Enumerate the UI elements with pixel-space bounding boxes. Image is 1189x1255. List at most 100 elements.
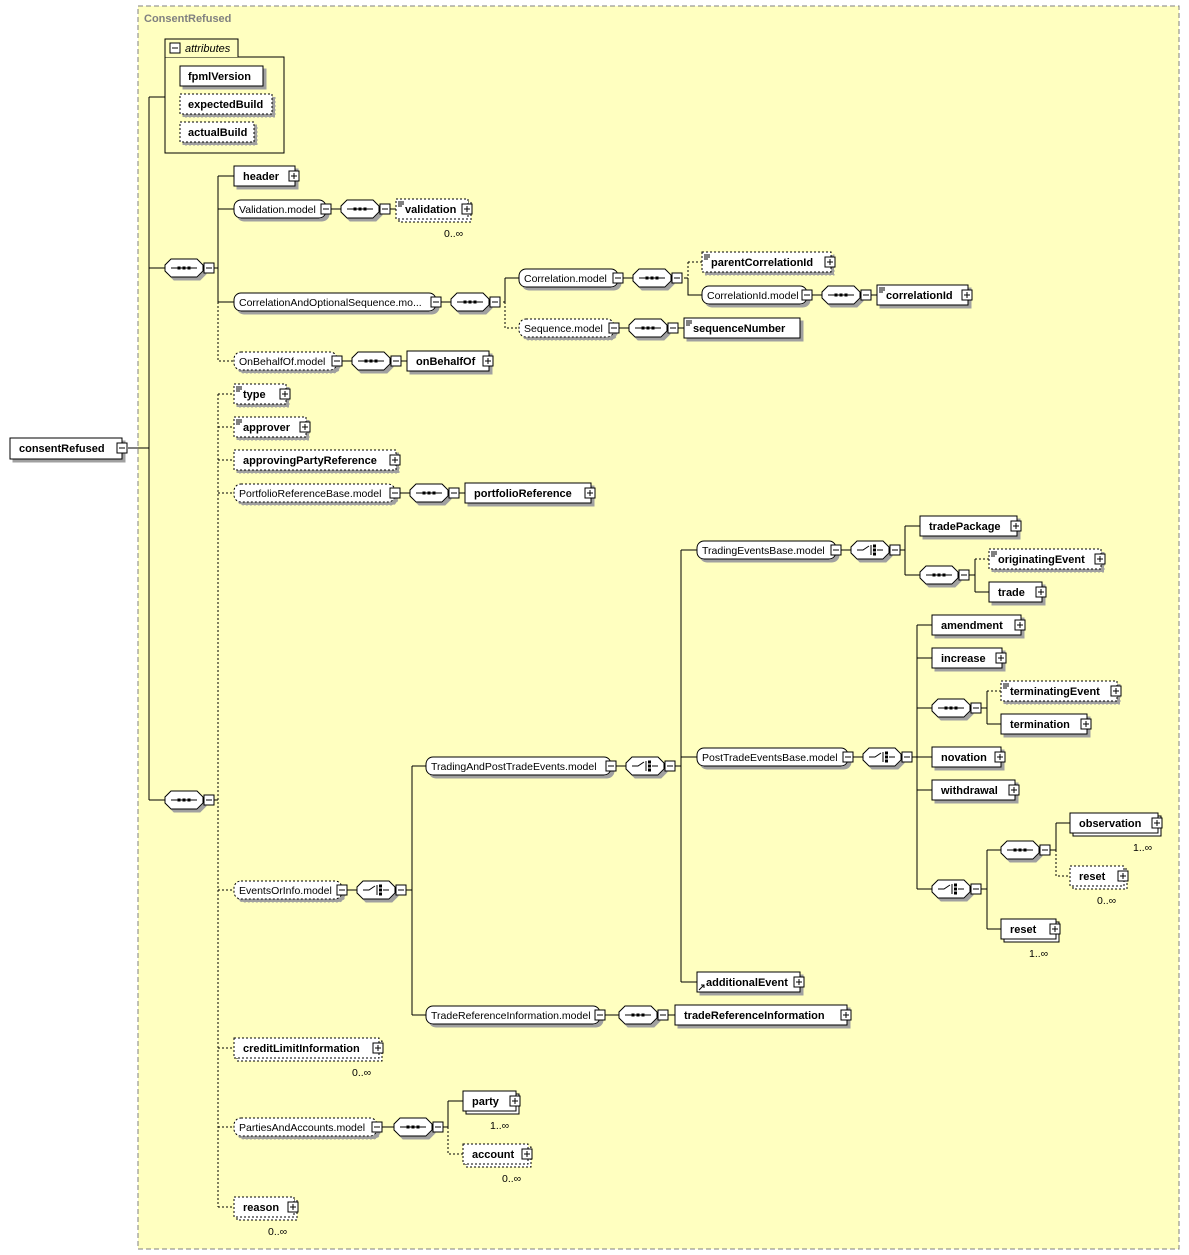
expand-icon[interactable] xyxy=(1151,817,1163,829)
collapse-icon[interactable] xyxy=(379,203,391,215)
element-trade-reference-information[interactable]: tradeReferenceInformation xyxy=(674,1004,852,1026)
collapse-icon[interactable] xyxy=(116,442,128,454)
expand-icon[interactable] xyxy=(389,454,401,466)
collapse-icon[interactable] xyxy=(430,296,442,308)
element-trade-package[interactable]: tradePackage xyxy=(919,515,1022,537)
collapse-icon[interactable] xyxy=(605,760,617,772)
expand-icon[interactable] xyxy=(372,1042,384,1054)
collapse-icon[interactable] xyxy=(612,272,624,284)
sequence-compositor[interactable] xyxy=(1000,840,1051,860)
element-portfolio-reference[interactable]: portfolioReference xyxy=(464,482,596,504)
model-group-trade-reference-information[interactable]: TradeReferenceInformation.model xyxy=(425,1005,606,1025)
model-group-parties-and-accounts[interactable]: PartiesAndAccounts.model xyxy=(233,1117,383,1137)
collapse-icon[interactable] xyxy=(320,203,332,215)
root-element-consentrefused[interactable]: consentRefused xyxy=(9,437,128,460)
collapse-icon[interactable] xyxy=(860,289,872,301)
collapse-icon[interactable] xyxy=(830,544,842,556)
element-observation[interactable]: observation xyxy=(1069,812,1163,837)
model-group-correlation-id[interactable]: CorrelationId.model xyxy=(701,285,813,305)
element-terminating-event[interactable]: terminatingEvent xyxy=(1000,680,1122,702)
element-trade[interactable]: trade xyxy=(988,581,1047,603)
element-amendment[interactable]: amendment xyxy=(931,614,1026,636)
expand-icon[interactable] xyxy=(287,1201,299,1213)
element-correlation-id[interactable]: correlationId xyxy=(876,284,973,306)
collapse-icon[interactable] xyxy=(331,355,343,367)
expand-icon[interactable] xyxy=(1094,553,1106,565)
sequence-compositor[interactable] xyxy=(164,790,215,810)
expand-icon[interactable] xyxy=(1110,685,1122,697)
element-approving-party-reference[interactable]: approvingPartyReference xyxy=(233,449,401,471)
element-party[interactable]: party xyxy=(462,1090,521,1115)
collapse-icon[interactable] xyxy=(657,1009,669,1021)
element-approver[interactable]: approver xyxy=(233,416,311,438)
element-increase[interactable]: increase xyxy=(931,647,1007,669)
expand-icon[interactable] xyxy=(461,203,473,215)
model-group-correlation-and-optional[interactable]: CorrelationAndOptionalSequence.mo... xyxy=(233,292,442,312)
collapse-icon[interactable] xyxy=(594,1009,606,1021)
expand-icon[interactable] xyxy=(961,289,973,301)
sequence-compositor[interactable] xyxy=(919,565,970,585)
sequence-compositor[interactable] xyxy=(351,351,402,371)
collapse-icon[interactable] xyxy=(671,272,683,284)
collapse-icon[interactable] xyxy=(801,289,813,301)
expand-icon[interactable] xyxy=(509,1095,521,1107)
choice-compositor[interactable] xyxy=(625,756,676,776)
collapse-icon[interactable] xyxy=(390,355,402,367)
collapse-icon[interactable] xyxy=(664,760,676,772)
model-group-sequence[interactable]: Sequence.model xyxy=(518,318,620,338)
model-group-events-or-info[interactable]: EventsOrInfo.model xyxy=(233,880,348,900)
element-sequence-number[interactable]: sequenceNumber xyxy=(683,317,801,339)
sequence-compositor[interactable] xyxy=(628,318,679,338)
attribute-expectedbuild[interactable] xyxy=(179,93,273,115)
element-on-behalf-of[interactable]: onBehalfOf xyxy=(406,350,494,372)
sequence-compositor[interactable] xyxy=(821,285,872,305)
element-termination[interactable]: termination xyxy=(1000,713,1092,735)
expand-icon[interactable] xyxy=(994,751,1006,763)
collapse-icon[interactable] xyxy=(970,883,982,895)
element-withdrawal[interactable]: withdrawal xyxy=(931,779,1020,801)
element-additional-event[interactable]: additionalEvent xyxy=(696,971,805,993)
expand-icon[interactable] xyxy=(299,421,311,433)
expand-icon[interactable] xyxy=(793,976,805,988)
attributes-collapse-icon[interactable] xyxy=(169,42,181,54)
expand-icon[interactable] xyxy=(279,388,291,400)
model-group-on-behalf-of[interactable]: OnBehalfOf.model xyxy=(233,351,343,371)
element-parent-correlation-id[interactable]: parentCorrelationId xyxy=(701,251,836,273)
collapse-icon[interactable] xyxy=(389,487,401,499)
model-group-trading-events-base[interactable]: TradingEventsBase.model xyxy=(696,540,842,560)
collapse-icon[interactable] xyxy=(203,794,215,806)
sequence-compositor[interactable] xyxy=(393,1117,444,1137)
sequence-compositor[interactable] xyxy=(931,698,982,718)
sequence-compositor[interactable] xyxy=(164,258,215,278)
model-group-portfolio-reference-base[interactable]: PortfolioReferenceBase.model xyxy=(233,483,401,503)
expand-icon[interactable] xyxy=(1080,718,1092,730)
sequence-compositor[interactable] xyxy=(632,268,683,288)
attribute-actualbuild[interactable] xyxy=(179,121,255,143)
model-group-post-trade-events-base[interactable]: PostTradeEventsBase.model xyxy=(696,747,854,767)
collapse-icon[interactable] xyxy=(1039,844,1051,856)
expand-icon[interactable] xyxy=(1035,586,1047,598)
sequence-compositor[interactable] xyxy=(409,483,460,503)
sequence-compositor[interactable] xyxy=(450,292,501,312)
element-account[interactable]: account xyxy=(462,1143,533,1168)
model-group-validation[interactable]: Validation.model xyxy=(233,199,332,219)
expand-icon[interactable] xyxy=(288,170,300,182)
collapse-icon[interactable] xyxy=(970,702,982,714)
collapse-icon[interactable] xyxy=(842,751,854,763)
expand-icon[interactable] xyxy=(1010,520,1022,532)
expand-icon[interactable] xyxy=(1008,784,1020,796)
sequence-compositor[interactable] xyxy=(618,1005,669,1025)
collapse-icon[interactable] xyxy=(336,884,348,896)
expand-icon[interactable] xyxy=(482,355,494,367)
element-reset1[interactable]: reset xyxy=(1069,865,1129,890)
expand-icon[interactable] xyxy=(584,487,596,499)
element-novation[interactable]: novation xyxy=(931,746,1006,768)
collapse-icon[interactable] xyxy=(395,884,407,896)
element-header[interactable]: header xyxy=(233,165,300,187)
expand-icon[interactable] xyxy=(1049,923,1061,935)
collapse-icon[interactable] xyxy=(432,1121,444,1133)
element-credit-limit-information[interactable]: creditLimitInformation xyxy=(233,1037,384,1062)
attribute-fpmlversion[interactable] xyxy=(179,65,264,87)
collapse-icon[interactable] xyxy=(448,487,460,499)
model-group-correlation[interactable]: Correlation.model xyxy=(518,268,624,288)
